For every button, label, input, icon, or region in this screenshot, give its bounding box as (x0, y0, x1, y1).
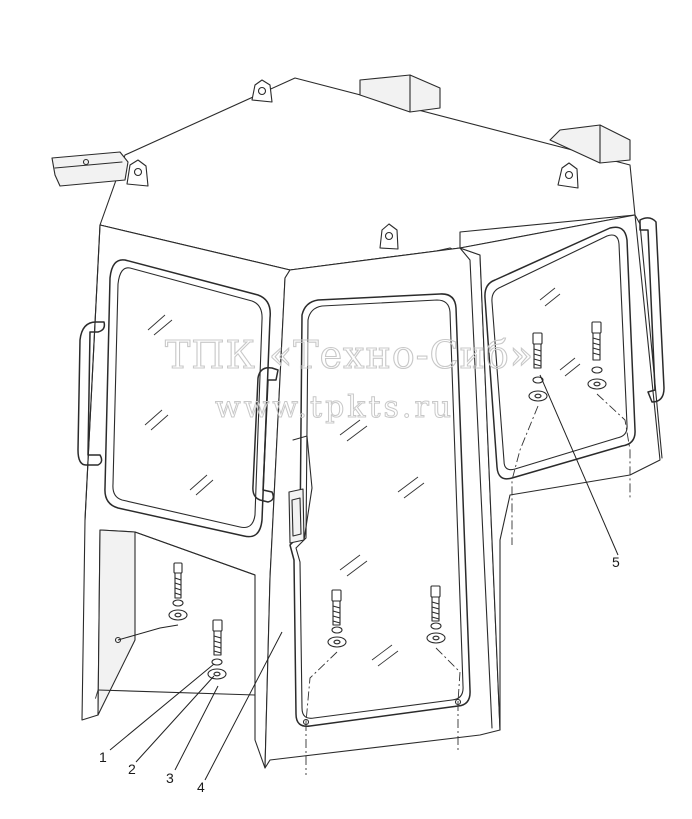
callout-4: 4 (197, 779, 205, 795)
fastener-set-right-1 (511, 332, 548, 545)
lifting-lug (557, 162, 579, 189)
mounting-bracket (51, 151, 129, 187)
fastener-set-door-right (426, 585, 461, 703)
fastener-set-right-2 (587, 321, 631, 500)
callout-1: 1 (99, 749, 107, 765)
right-window (484, 226, 636, 480)
lifting-lug (126, 159, 149, 187)
fastener-set-door-left (305, 589, 347, 723)
right-handrail (639, 217, 665, 403)
callout-2: 2 (128, 761, 136, 777)
cab-left-wall (77, 224, 291, 769)
callout-5: 5 (612, 554, 620, 570)
lifting-lug (251, 79, 273, 103)
cab-right-wall (459, 214, 665, 731)
lifting-lug (379, 223, 399, 250)
door-grab-handle (252, 366, 279, 503)
watermark: ТПК «Техно-Сиб» www.tpkts.ru (164, 332, 534, 425)
watermark-url: www.tpkts.ru (215, 390, 454, 425)
callout-3: 3 (166, 770, 174, 786)
callout-labels: 1 2 3 4 5 (99, 554, 620, 795)
fastener-set-left-front (207, 619, 227, 680)
left-lower-panel (97, 529, 136, 716)
watermark-company: ТПК «Техно-Сиб» (165, 333, 534, 377)
callout-leaders (109, 374, 619, 781)
cab-door (264, 247, 501, 769)
door-handle (288, 488, 305, 544)
cab-roof (51, 74, 636, 278)
left-handrail (77, 321, 106, 466)
left-window (104, 259, 271, 538)
fastener-set-left-lower (114, 562, 188, 644)
